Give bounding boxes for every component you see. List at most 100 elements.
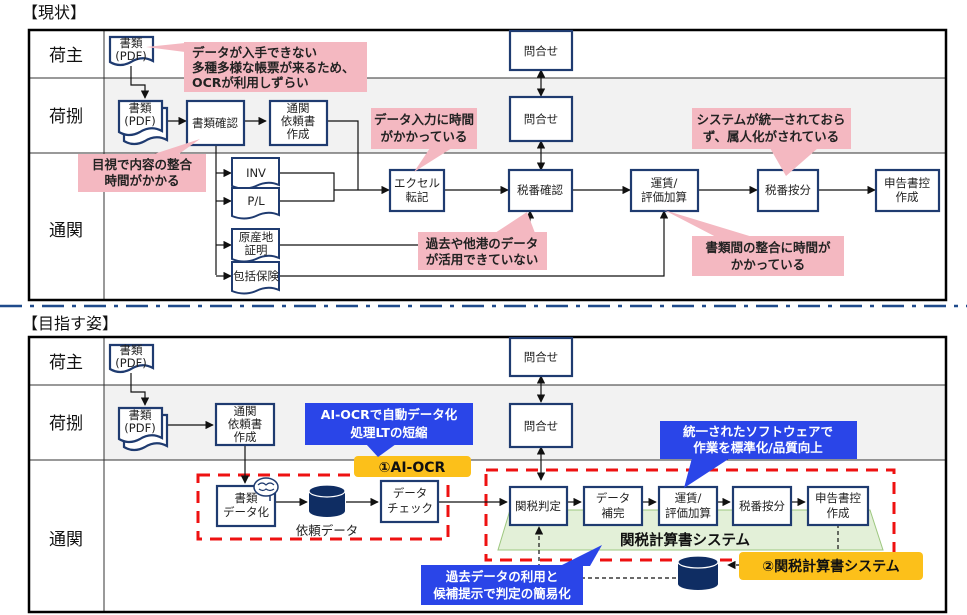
svg-text:システムが統一されておら: システムが統一されておら	[697, 112, 846, 127]
svg-text:問合せ: 問合せ	[524, 419, 559, 433]
doc-shipper-pdf: 書類 (PDF)	[108, 35, 155, 67]
svg-text:書類確認: 書類確認	[192, 116, 238, 130]
svg-text:申告書控: 申告書控	[815, 491, 861, 505]
node-inquiry-shipper: 問合せ	[508, 29, 574, 72]
node-data-complement: データ 補完	[582, 485, 644, 527]
svg-text:運賃/: 運賃/	[651, 176, 678, 190]
section-title-future: 【目指す姿】	[22, 314, 118, 333]
callout-unified-software: 統一されたソフトウェアで 作業を標準化/品質向上	[660, 421, 857, 488]
svg-text:①AI-OCR: ①AI-OCR	[379, 460, 446, 476]
svg-text:書類: 書類	[120, 343, 143, 357]
lane-label-customs: 通関	[49, 221, 83, 241]
svg-text:データ: データ	[393, 486, 428, 500]
svg-text:関税計算書システム: 関税計算書システム	[620, 531, 750, 549]
brain-ai-icon	[253, 477, 279, 501]
svg-text:書類: 書類	[129, 408, 152, 422]
doc-blanket-insurance: 包括保険	[231, 261, 280, 295]
doc-handler-pdf-future: 書類 (PDF)	[117, 406, 169, 452]
svg-text:過去や他港のデータ: 過去や他港のデータ	[425, 236, 539, 251]
svg-text:かかっている: かかっている	[731, 257, 805, 272]
svg-text:目視で内容の整合: 目視で内容の整合	[92, 157, 193, 172]
svg-text:OCRが利用しずらい: OCRが利用しずらい	[192, 75, 309, 90]
svg-text:税番按分: 税番按分	[739, 499, 785, 513]
svg-text:問合せ: 問合せ	[524, 350, 559, 364]
svg-text:依頼書: 依頼書	[281, 114, 316, 128]
svg-text:原産地: 原産地	[239, 230, 274, 244]
tag-tariff-system: ②関税計算書システム	[739, 552, 923, 580]
request-data-db-icon: 依頼データ	[296, 484, 359, 538]
doc-origin-cert: 原産地 証明	[231, 228, 280, 263]
ai-ocr-frame	[196, 473, 450, 541]
svg-text:②関税計算書システム: ②関税計算書システム	[762, 558, 899, 575]
svg-text:候補提示で判定の簡易化: 候補提示で判定の簡易化	[433, 586, 571, 601]
callout-not-unified: システムが統一されておら ず、属人化がされている	[692, 108, 851, 176]
node-hs-allocation-future: 税番按分	[731, 485, 793, 527]
svg-text:データ化: データ化	[223, 505, 269, 519]
svg-text:作成: 作成	[827, 506, 850, 520]
svg-text:依頼書: 依頼書	[228, 417, 263, 431]
svg-text:証明: 証明	[245, 243, 268, 257]
callout-past-data: 過去や他港のデータ が活用できていない	[418, 212, 547, 270]
callout-doc-consistency: 書類間の整合に時間が かかっている	[664, 210, 844, 276]
svg-text:税番確認: 税番確認	[517, 183, 563, 197]
svg-text:書類間の整合に時間が: 書類間の整合に時間が	[705, 240, 831, 255]
svg-text:P/L: P/L	[247, 194, 265, 208]
svg-text:書類: 書類	[235, 491, 258, 505]
callout-ai-ocr: AI-OCRで自動データ化 処理LTの短縮	[305, 403, 473, 457]
svg-text:データ入力に時間: データ入力に時間	[374, 112, 474, 127]
node-inquiry-handler-future: 問合せ	[508, 402, 574, 449]
svg-text:関税判定: 関税判定	[515, 499, 561, 513]
svg-text:(PDF): (PDF)	[124, 421, 155, 435]
callout-no-data: データが入手できない 多種多様な帳票が来るため、 OCRが利用しずらい	[146, 42, 367, 92]
svg-text:評価加算: 評価加算	[665, 506, 711, 520]
svg-text:がかかっている: がかかっている	[381, 129, 468, 144]
svg-text:時間がかかる: 時間がかかる	[104, 173, 179, 188]
svg-text:通関: 通関	[234, 404, 257, 418]
lane-label-shipper: 荷主	[49, 46, 83, 66]
svg-text:評価加算: 評価加算	[641, 190, 687, 204]
node-inquiry-shipper-future: 問合せ	[508, 336, 574, 378]
svg-text:(PDF): (PDF)	[115, 356, 146, 370]
svg-text:税番按分: 税番按分	[765, 183, 811, 197]
svg-text:運賃/: 運賃/	[675, 491, 702, 505]
doc-pl: P/L	[231, 187, 280, 220]
tag-ai-ocr: ①AI-OCR	[354, 456, 471, 477]
svg-text:ず、属人化がされている: ず、属人化がされている	[703, 129, 839, 144]
history-db-icon	[677, 555, 719, 590]
doc-inv: INV	[231, 157, 280, 190]
svg-text:過去データの利用と: 過去データの利用と	[445, 569, 559, 584]
svg-text:チェック: チェック	[387, 501, 433, 515]
svg-text:包括保険: 包括保険	[233, 269, 279, 283]
svg-text:処理LTの短縮: 処理LTの短縮	[350, 425, 428, 440]
svg-text:申告書控: 申告書控	[884, 176, 930, 190]
svg-text:作成: 作成	[896, 190, 919, 204]
node-hs-allocation: 税番按分	[756, 168, 820, 213]
callout-past-data-future: 過去データの利用と 候補提示で判定の簡易化	[421, 545, 602, 605]
lane-label-customs-future: 通関	[49, 530, 83, 550]
node-request-create: 通関 依頼書 作成	[268, 99, 329, 147]
node-doc-check: 書類確認	[185, 99, 246, 147]
svg-text:データ: データ	[596, 491, 631, 505]
node-excel-entry: エクセル 転記	[388, 168, 446, 213]
node-inquiry-handler: 問合せ	[508, 95, 574, 143]
svg-text:書類: 書類	[129, 101, 152, 115]
callout-data-entry: データ入力に時間 がかかっている	[371, 108, 477, 172]
node-declaration-copy: 申告書控 作成	[874, 168, 941, 213]
node-freight-valuation-future: 運賃/ 評価加算	[657, 485, 719, 527]
svg-text:問合せ: 問合せ	[524, 44, 559, 58]
svg-text:エクセル: エクセル	[394, 176, 440, 190]
node-doc-digitize: 書類 データ化	[215, 484, 277, 528]
request-data-label: 依頼データ	[296, 523, 359, 538]
node-request-create-future: 通関 依頼書 作成	[214, 402, 276, 447]
node-freight-valuation: 運賃/ 評価加算	[629, 168, 700, 213]
svg-text:が活用できていない: が活用できていない	[426, 252, 539, 267]
svg-text:通関: 通関	[287, 101, 310, 115]
svg-text:統一されたソフトウェアで: 統一されたソフトウェアで	[683, 424, 833, 439]
node-tariff-judgement: 関税判定	[508, 485, 569, 527]
svg-text:書類: 書類	[120, 36, 143, 50]
lane-label-handler: 荷捌	[49, 107, 83, 127]
svg-text:INV: INV	[246, 166, 266, 180]
svg-text:データが入手できない: データが入手できない	[192, 45, 317, 60]
connectors-current	[130, 66, 876, 281]
svg-text:多種多様な帳票が来るため、: 多種多様な帳票が来るため、	[192, 60, 355, 75]
